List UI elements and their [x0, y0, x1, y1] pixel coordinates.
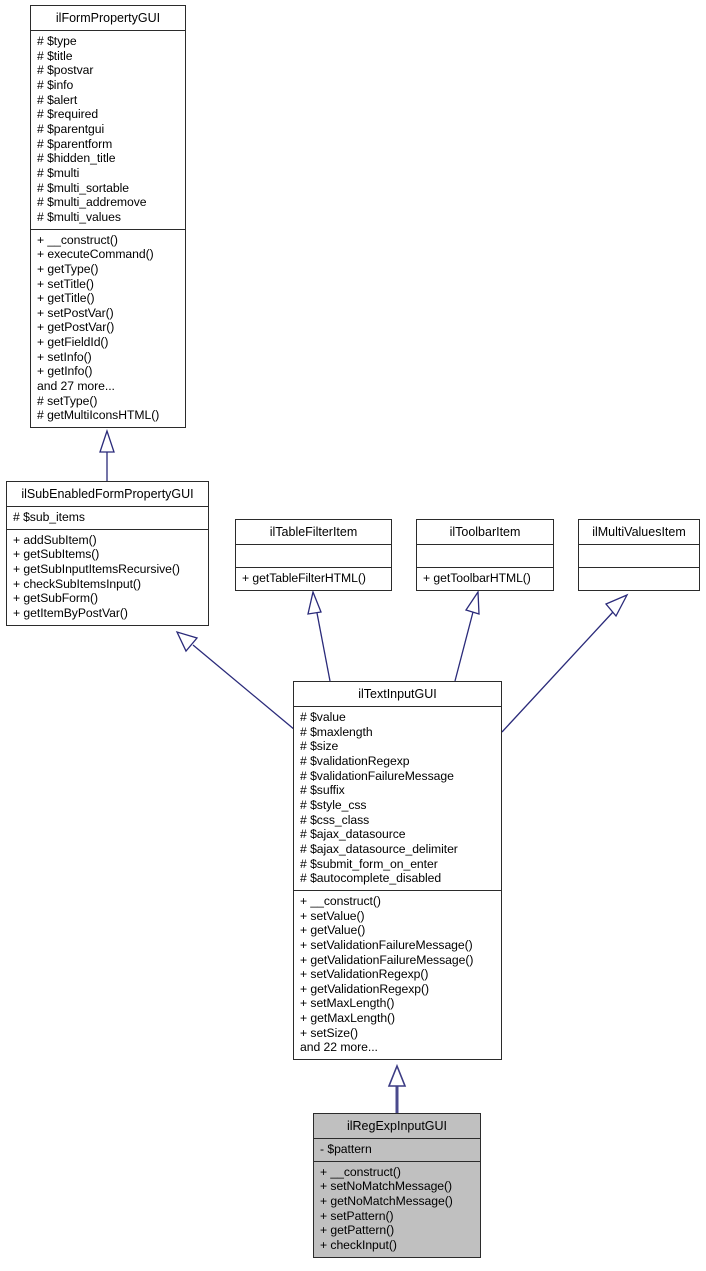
method-row: + getSubForm() — [13, 591, 98, 606]
class-name: ilMultiValuesItem — [579, 520, 699, 545]
method-row: + setValidationRegexp() — [300, 967, 429, 982]
method-row: + setValue() — [300, 908, 365, 923]
method-row: + getFieldId() — [37, 335, 109, 350]
method-row: + checkSubItemsInput() — [13, 576, 141, 591]
class-attributes-empty — [579, 545, 699, 568]
method-row: + __construct() — [300, 893, 381, 908]
attribute-row: # $type — [37, 34, 77, 48]
attribute-row: # $css_class — [300, 812, 370, 827]
attribute-row: # $hidden_title — [37, 151, 116, 166]
class-attributes: # $value # $maxlength # $size # $validat… — [294, 707, 501, 891]
method-row: + executeCommand() — [37, 247, 154, 262]
method-row: + setNoMatchMessage() — [320, 1179, 453, 1194]
attribute-row: # $validationFailureMessage — [300, 768, 454, 783]
method-row: + checkInput() — [320, 1237, 397, 1252]
class-attributes-empty — [417, 545, 553, 568]
link-subenabled-to-formproperty — [99, 428, 115, 481]
class-methods-empty — [579, 568, 699, 590]
method-row: + getType() — [37, 261, 99, 276]
attribute-row: # $multi_addremove — [37, 195, 147, 210]
class-box-iltoolbaritem[interactable]: ilToolbarItem + getToolbarHTML() — [416, 519, 554, 591]
method-row: + getValidationRegexp() — [300, 981, 430, 996]
method-row: + getPostVar() — [37, 320, 115, 335]
class-name: ilTextInputGUI — [294, 682, 501, 707]
class-name: ilToolbarItem — [417, 520, 553, 545]
method-row: # setType() — [37, 393, 98, 408]
attribute-row: # $maxlength — [300, 724, 373, 739]
method-row: + setPattern() — [320, 1208, 394, 1223]
method-row: + getValidationFailureMessage() — [300, 952, 474, 967]
method-row: + __construct() — [37, 232, 118, 247]
attribute-row: # $validationRegexp — [300, 753, 410, 768]
class-attributes-empty — [236, 545, 391, 568]
link-textinput-to-subenabled — [175, 630, 296, 731]
method-row: + setInfo() — [37, 349, 92, 364]
method-row: + getTitle() — [37, 291, 95, 306]
class-attributes: - $pattern — [314, 1139, 480, 1162]
attribute-row: # $alert — [37, 92, 78, 107]
method-row: + getSubInputItemsRecursive() — [13, 561, 180, 576]
class-methods: + __construct() + executeCommand() + get… — [31, 229, 185, 428]
class-box-iltextinputgui[interactable]: ilTextInputGUI # $value # $maxlength # $… — [293, 681, 502, 1061]
class-methods: + __construct() + setValue() + getValue(… — [294, 890, 501, 1060]
attribute-row: # $sub_items — [13, 510, 85, 524]
method-row: + getInfo() — [37, 364, 93, 379]
attribute-row: # $multi — [37, 165, 80, 180]
method-row: + getSubItems() — [13, 547, 100, 562]
class-box-ilsubenabledformpropertygui[interactable]: ilSubEnabledFormPropertyGUI # $sub_items… — [6, 481, 209, 626]
method-row-more: and 27 more... — [37, 379, 115, 394]
method-row: + setTitle() — [37, 276, 94, 291]
method-row: + getMaxLength() — [300, 1011, 396, 1026]
method-row: + setMaxLength() — [300, 996, 395, 1011]
class-methods: + getToolbarHTML() — [417, 568, 553, 590]
attribute-row: # $info — [37, 77, 74, 92]
class-attributes: # $sub_items — [7, 507, 208, 530]
attribute-row: # $parentform — [37, 136, 113, 151]
class-methods: + getTableFilterHTML() — [236, 568, 391, 590]
method-row: + __construct() — [320, 1164, 401, 1179]
link-textinput-to-multivalues — [501, 593, 629, 733]
method-row: + getTableFilterHTML() — [242, 571, 366, 585]
method-row: + getItemByPostVar() — [13, 605, 128, 620]
attribute-row: # $multi_values — [37, 209, 121, 224]
class-box-ilformpropertygui[interactable]: ilFormPropertyGUI # $type # $title # $po… — [30, 5, 186, 429]
class-name: ilTableFilterItem — [236, 520, 391, 545]
class-attributes: # $type # $title # $postvar # $info # $a… — [31, 31, 185, 230]
attribute-row: # $ajax_datasource — [300, 827, 406, 842]
class-box-ilmultivaluesitem[interactable]: ilMultiValuesItem — [578, 519, 700, 591]
method-row: + addSubItem() — [13, 532, 97, 547]
attribute-row: # $suffix — [300, 783, 345, 798]
method-row: + getPattern() — [320, 1223, 395, 1238]
class-box-iltablefilteritem[interactable]: ilTableFilterItem + getTableFilterHTML() — [235, 519, 392, 591]
class-name: ilRegExpInputGUI — [314, 1114, 480, 1139]
attribute-row: # $style_css — [300, 797, 367, 812]
attribute-row: # $size — [300, 739, 339, 754]
method-row: + setPostVar() — [37, 305, 114, 320]
link-regexp-to-textinput — [387, 1063, 407, 1113]
attribute-row: # $parentgui — [37, 121, 105, 136]
attribute-row: # $submit_form_on_enter — [300, 856, 438, 871]
link-textinput-to-toolbar — [454, 589, 480, 682]
class-methods: + addSubItem() + getSubItems() + getSubI… — [7, 529, 208, 625]
attribute-row: # $multi_sortable — [37, 180, 129, 195]
method-row: + getValue() — [300, 923, 366, 938]
attribute-row: # $autocomplete_disabled — [300, 871, 442, 886]
link-textinput-to-tablefilter — [307, 589, 331, 682]
method-row-more: and 22 more... — [300, 1040, 378, 1055]
method-row: + getToolbarHTML() — [423, 571, 531, 585]
attribute-row: # $ajax_datasource_delimiter — [300, 841, 458, 856]
class-box-ilregexpinputgui[interactable]: ilRegExpInputGUI - $pattern + __construc… — [313, 1113, 481, 1258]
class-name: ilSubEnabledFormPropertyGUI — [7, 482, 208, 507]
attribute-row: # $postvar — [37, 63, 94, 78]
attribute-row: # $title — [37, 48, 73, 63]
class-methods: + __construct() + setNoMatchMessage() + … — [314, 1161, 480, 1257]
method-row: + getNoMatchMessage() — [320, 1193, 453, 1208]
method-row: + setSize() — [300, 1025, 359, 1040]
method-row: # getMultiIconsHTML() — [37, 408, 160, 423]
class-name: ilFormPropertyGUI — [31, 6, 185, 31]
attribute-row: # $value — [300, 710, 346, 724]
attribute-row: - $pattern — [320, 1142, 372, 1156]
attribute-row: # $required — [37, 107, 99, 122]
method-row: + setValidationFailureMessage() — [300, 937, 473, 952]
